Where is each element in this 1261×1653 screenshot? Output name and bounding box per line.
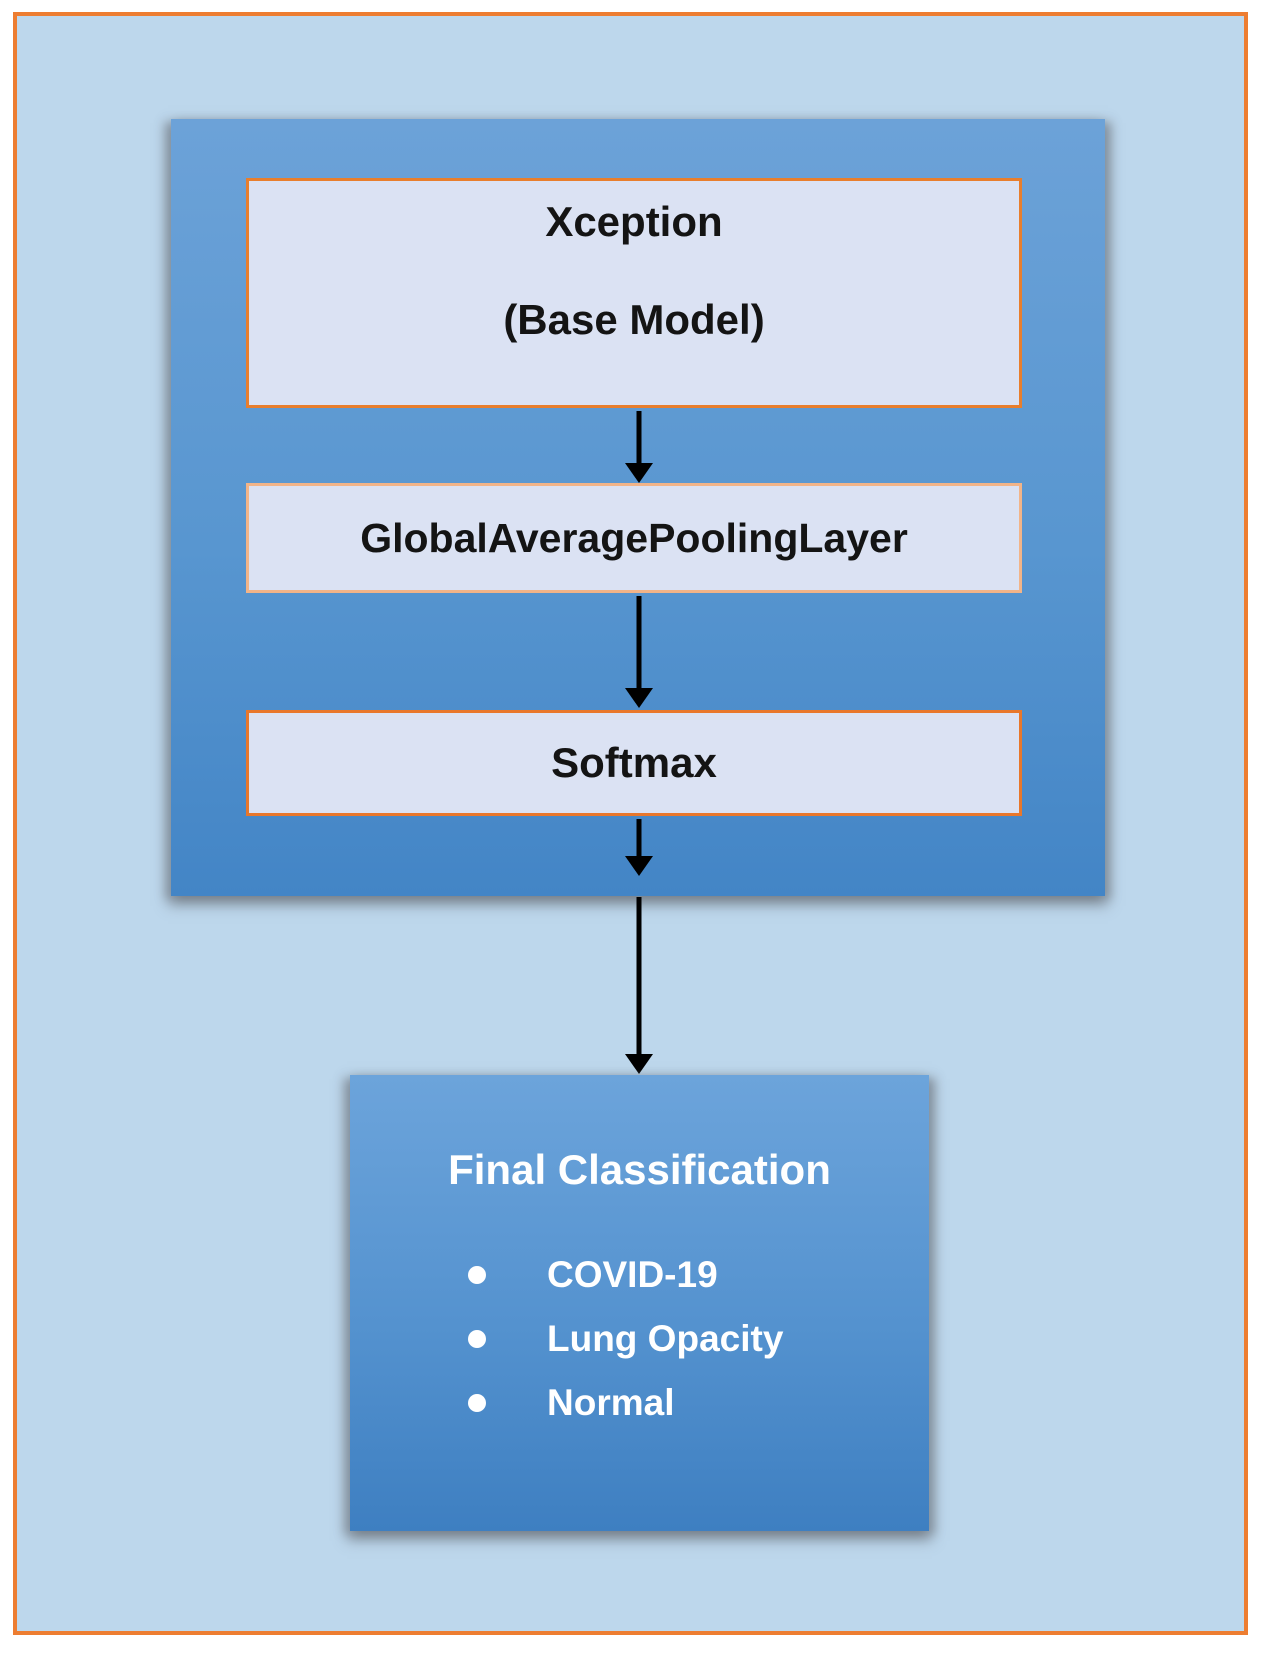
list-item-label: Lung Opacity [547,1318,784,1359]
model-container: Xception (Base Model) GlobalAveragePooli… [171,119,1105,896]
global-average-pooling-box: GlobalAveragePoolingLayer [246,483,1022,593]
softmax-box: Softmax [246,710,1022,816]
list-item-label: Normal [547,1382,675,1423]
final-classification-title: Final Classification [448,1146,831,1193]
bullet-icon [468,1394,486,1412]
xception-label: Xception [545,198,723,245]
arrow-head [625,463,653,483]
classification-list: COVID-19 Lung Opacity Normal [350,1247,929,1431]
arrow-head [625,1054,653,1074]
bullet-icon [468,1266,486,1284]
arrow-stem [636,411,642,466]
arrow-down-icon [613,596,665,708]
list-item: Normal [468,1375,929,1431]
softmax-label: Softmax [551,739,717,786]
list-item-label: COVID-19 [547,1254,718,1295]
arrow-stem [636,596,642,691]
xception-box: Xception (Base Model) [246,178,1022,408]
arrow-head [625,688,653,708]
final-classification-box: Final Classification COVID-19 Lung Opaci… [350,1075,929,1531]
arrow-stem [636,897,642,1057]
page-background: Xception (Base Model) GlobalAveragePooli… [13,12,1248,1635]
list-item: Lung Opacity [468,1311,929,1367]
xception-sublabel: (Base Model) [503,296,765,343]
arrow-down-icon [613,411,665,483]
arrow-stem [636,819,642,859]
list-item: COVID-19 [468,1247,929,1303]
arrow-head [625,856,653,876]
bullet-icon [468,1330,486,1348]
global-average-pooling-label: GlobalAveragePoolingLayer [360,514,908,561]
arrow-down-icon [613,819,665,876]
arrow-down-icon [613,897,665,1074]
